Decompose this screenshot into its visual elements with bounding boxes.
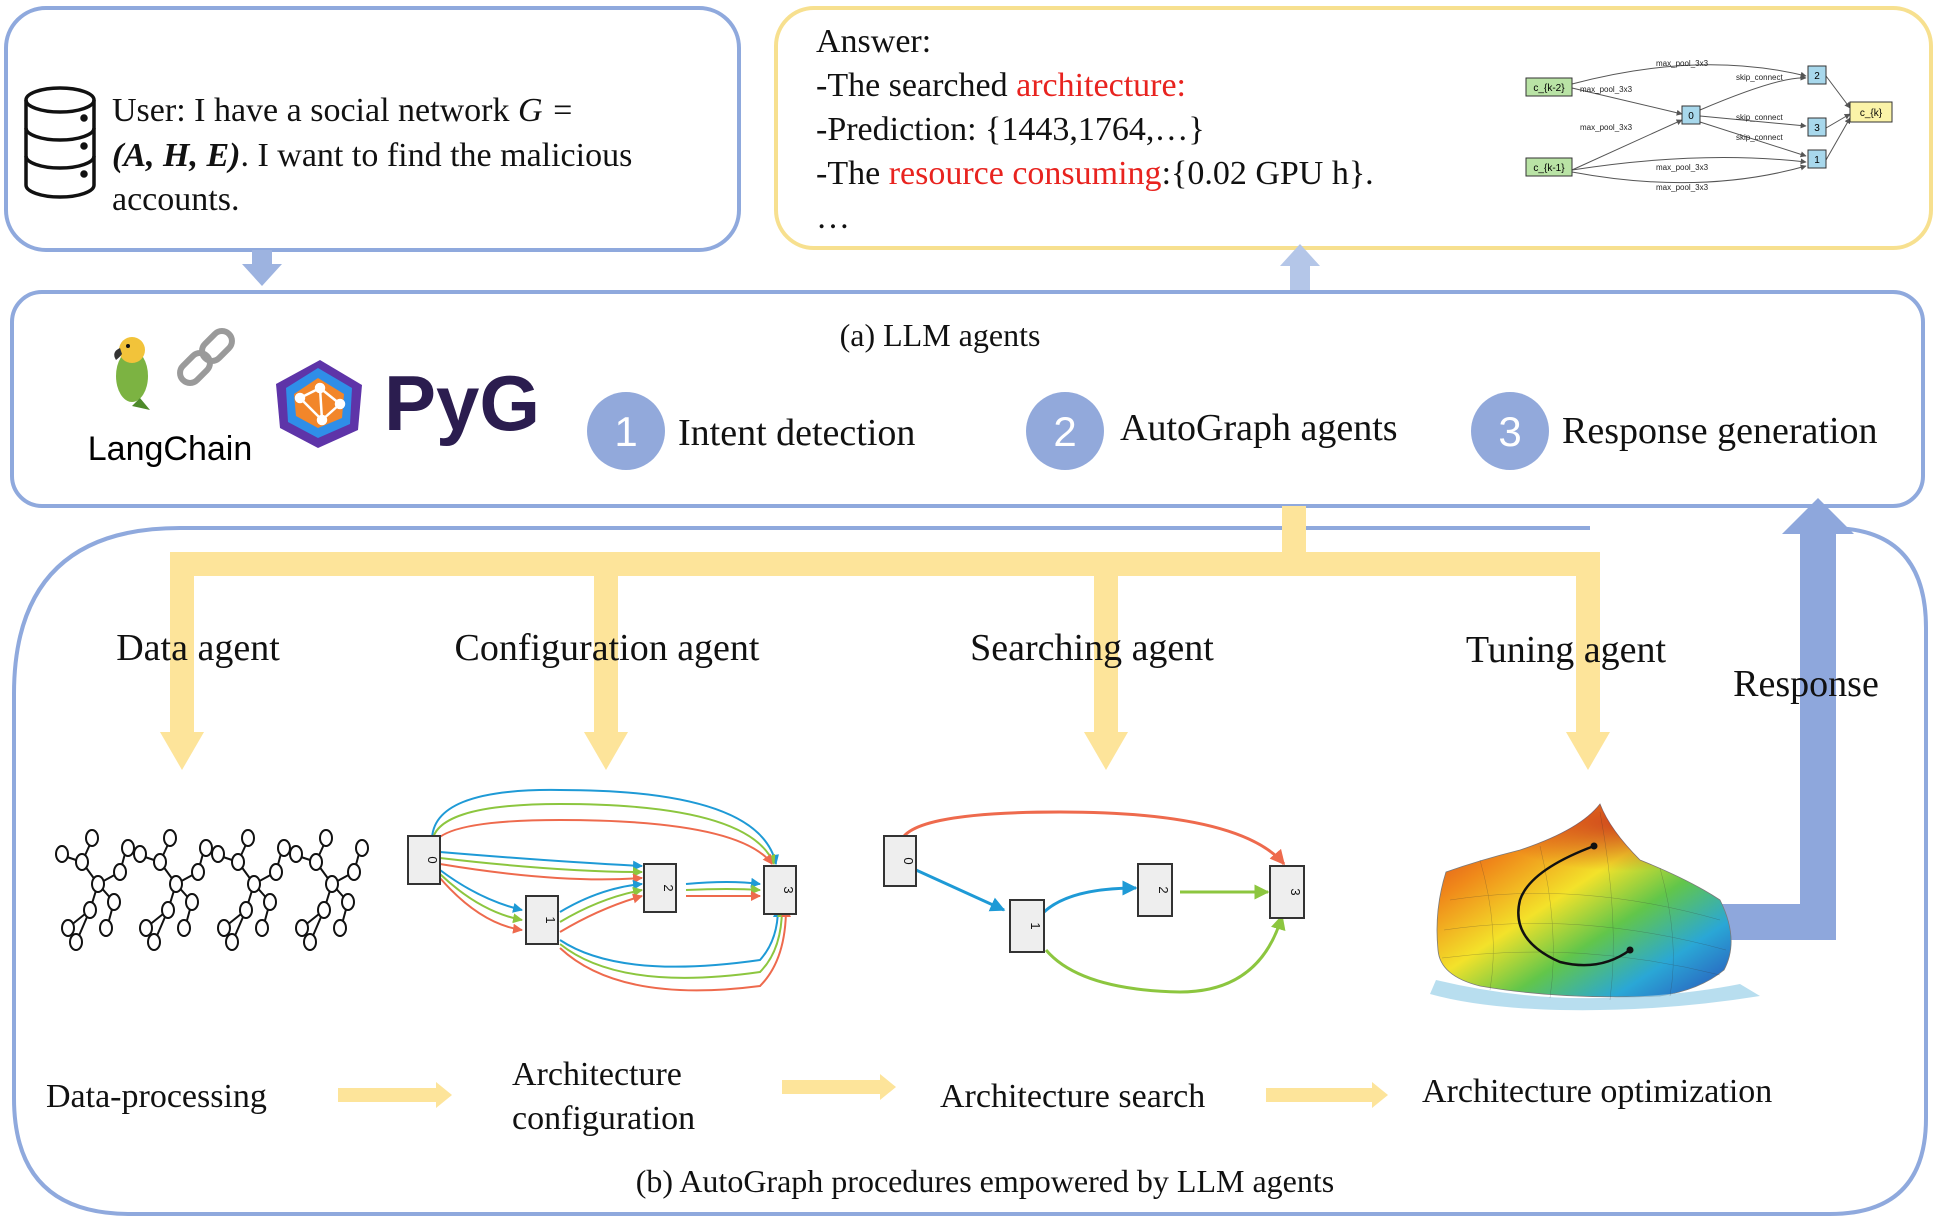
step-label: AutoGraph agents (1120, 407, 1398, 449)
search-node-0: 0 (901, 857, 916, 864)
stage-data-processing: Data-processing (46, 1078, 267, 1115)
user-query-line3: accounts. (112, 181, 239, 218)
search-node-3: 3 (1288, 888, 1303, 895)
search-node-1: 1 (1028, 922, 1043, 929)
tuning-loss-surface (1430, 803, 1760, 1011)
langchain-label: LangChain (88, 430, 252, 468)
step-intent-detection: 1 Intent detection (587, 392, 915, 470)
parrot-icon (114, 337, 150, 410)
agent-distribution-arrows (160, 506, 1610, 770)
pyg-logo-icon (276, 360, 362, 448)
step-autograph-agents: 2 AutoGraph agents (1026, 392, 1398, 470)
stage-flow-arrows (338, 1074, 1388, 1108)
stage-labels: Data-processing Architecture configurati… (46, 1056, 1772, 1137)
cell-edge-label: max_pool_3x3 (1656, 183, 1709, 192)
searched-architecture-graph: 0 1 2 3 (883, 810, 1305, 994)
cell-input-b: c_{k-1} (1533, 163, 1565, 174)
step-number: 1 (614, 408, 637, 455)
searching-agent-label: Searching agent (970, 627, 1214, 669)
agents-to-answer-arrow (1280, 244, 1320, 292)
config-node-1: 1 (543, 916, 558, 923)
user-query-box: User: I have a social network G = (A, H,… (4, 6, 741, 252)
answer-line-prediction: -Prediction: {1443,1764,…} (816, 111, 1205, 148)
config-node-2: 2 (661, 884, 676, 891)
answer-box: Answer: -The searched architecture: -Pre… (774, 6, 1933, 250)
stage-architecture-configuration-line2: configuration (512, 1100, 695, 1137)
procedures-panel: (b) AutoGraph procedures empowered by LL… (12, 526, 1928, 1216)
cell-node-2: 2 (1814, 71, 1820, 82)
cell-edge-label: max_pool_3x3 (1580, 85, 1633, 94)
cell-output: c_{k} (1860, 108, 1883, 119)
cell-edge-label: skip_connect (1736, 73, 1783, 82)
cell-edge-label: skip_connect (1736, 133, 1783, 142)
response-label: Response (1733, 663, 1879, 705)
step-number: 3 (1498, 408, 1521, 455)
cell-edge-label: max_pool_3x3 (1580, 123, 1633, 132)
chain-link-icon (177, 328, 235, 386)
cell-node-1: 1 (1814, 155, 1820, 166)
step-number: 2 (1053, 408, 1076, 455)
cell-edge-label: skip_connect (1736, 113, 1783, 122)
llm-panel-title: (a) LLM agents (840, 317, 1041, 353)
step-label: Response generation (1562, 410, 1878, 452)
stage-architecture-configuration-line1: Architecture (512, 1056, 682, 1093)
tuning-agent-label: Tuning agent (1466, 629, 1667, 671)
user-query-line2: (A, H, E). I want to find the malicious (112, 137, 632, 174)
step-label: Intent detection (678, 412, 915, 454)
cell-edge-label: max_pool_3x3 (1656, 59, 1709, 68)
llm-agents-panel: (a) LLM agents LangChain (10, 290, 1925, 508)
answer-title: Answer: (816, 23, 931, 60)
pyg-label: PyG (384, 359, 540, 447)
social-network-graphs (55, 829, 369, 951)
config-node-0: 0 (425, 856, 440, 863)
cell-edge-label: max_pool_3x3 (1656, 163, 1709, 172)
user-query-line1: User: I have a social network G = (112, 92, 574, 129)
answer-line-ellipsis: … (816, 199, 850, 236)
agent-labels: Data agent Configuration agent Searching… (116, 627, 1879, 705)
data-agent-label: Data agent (116, 627, 280, 669)
searched-cell-diagram: c_{k-2} c_{k-1} 0 2 3 1 c_{k} max_pool_3… (1525, 59, 1893, 192)
configuration-graph: 0 1 2 3 (407, 788, 797, 992)
user-to-agents-arrow (242, 250, 282, 286)
response-arrow (1718, 498, 1854, 940)
config-node-3: 3 (781, 886, 796, 893)
answer-line-resource: -The resource consuming:{0.02 GPU h}. (816, 155, 1374, 192)
stage-architecture-search: Architecture search (940, 1078, 1205, 1115)
step-response-generation: 3 Response generation (1471, 392, 1878, 470)
configuration-agent-label: Configuration agent (455, 627, 760, 669)
stage-architecture-optimization: Architecture optimization (1422, 1073, 1772, 1110)
cell-input-a: c_{k-2} (1533, 83, 1565, 94)
procedures-caption: (b) AutoGraph procedures empowered by LL… (636, 1163, 1334, 1199)
answer-line-architecture: -The searched architecture: (816, 67, 1186, 104)
cell-node-0: 0 (1688, 111, 1694, 122)
search-node-2: 2 (1156, 886, 1171, 893)
database-icon (24, 86, 96, 199)
cell-node-3: 3 (1814, 123, 1820, 134)
